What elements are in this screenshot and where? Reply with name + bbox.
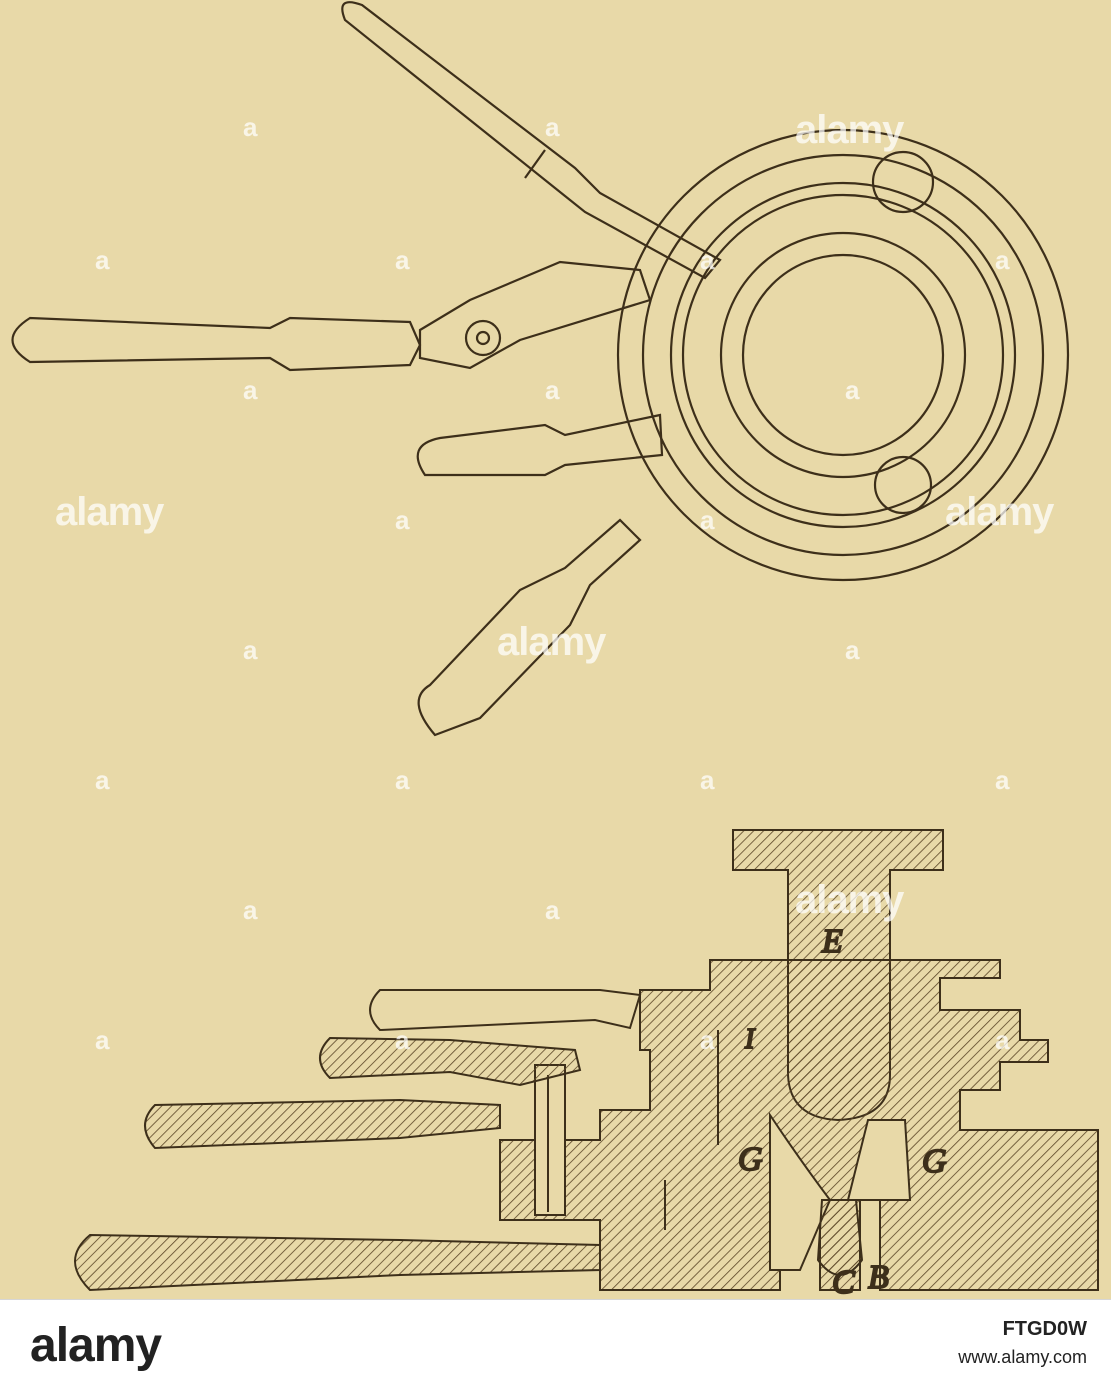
- middle-ring: [669, 181, 1017, 529]
- watermark-mark-6: a: [995, 245, 1010, 275]
- watermark-mark-2: a: [545, 112, 560, 142]
- watermark-mark-15: a: [395, 765, 410, 795]
- watermark-mark-8: a: [545, 375, 560, 405]
- label-B: B: [868, 1259, 889, 1296]
- watermark-mark-23: a: [995, 1025, 1010, 1055]
- middle-handle: [416, 413, 664, 477]
- roller-top: [871, 150, 935, 214]
- label-C: C: [832, 1264, 855, 1299]
- label-G-right: G: [922, 1143, 947, 1180]
- section-handle-3: [144, 1098, 501, 1150]
- brand-logo: alamy: [30, 1319, 162, 1372]
- label-G-left: G: [738, 1141, 763, 1178]
- watermark-mark-18: a: [243, 895, 258, 925]
- site-url: www.alamy.com: [958, 1347, 1087, 1367]
- section-handle-4: [74, 1233, 601, 1292]
- watermark-mark-21: a: [395, 1025, 410, 1055]
- watermark-mark-10: a: [395, 505, 410, 535]
- section-handle-1: [369, 989, 642, 1032]
- watermark-text-4: alamy: [497, 620, 606, 664]
- outer-ring: [616, 128, 1070, 582]
- roller-bottom: [873, 455, 933, 515]
- lower-handle: [417, 518, 642, 737]
- middle-ring-inner: [681, 193, 1005, 517]
- watermark-mark-3: a: [95, 245, 110, 275]
- watermark-mark-1: a: [243, 112, 258, 142]
- stock-footer: alamy FTGD0W www.alamy.com: [0, 1299, 1111, 1391]
- watermark-text-2: alamy: [55, 490, 164, 534]
- watermark-mark-12: a: [243, 635, 258, 665]
- label-I: I: [744, 1024, 756, 1055]
- watermark-mark-11: a: [700, 505, 715, 535]
- engraving-plate: E I G G C B alamy alamy alamy alamy alam…: [11, 1, 1099, 1299]
- watermark-mark-14: a: [95, 765, 110, 795]
- upper-handle: [341, 1, 722, 280]
- plan-view: [11, 1, 1070, 737]
- section-handle-2: [319, 1036, 582, 1087]
- watermark-mark-22: a: [700, 1025, 715, 1055]
- section-view: E I G G C B: [74, 829, 1099, 1299]
- watermark-mark-9: a: [845, 375, 860, 405]
- watermark-mark-4: a: [395, 245, 410, 275]
- watermark-text-1: alamy: [795, 108, 904, 152]
- left-handle: [11, 316, 422, 372]
- image-credit: FTGD0W www.alamy.com: [958, 1318, 1087, 1368]
- watermark-mark-16: a: [700, 765, 715, 795]
- outer-ring-inner: [641, 153, 1045, 557]
- watermark-mark-5: a: [700, 245, 715, 275]
- watermark-text-3: alamy: [945, 490, 1054, 534]
- watermark-mark-17: a: [995, 765, 1010, 795]
- watermark-mark-13: a: [845, 635, 860, 665]
- label-E: E: [821, 923, 843, 960]
- image-id: FTGD0W: [1002, 1318, 1087, 1340]
- watermark-mark-19: a: [545, 895, 560, 925]
- watermark-text-5: alamy: [795, 878, 904, 922]
- nozzle: [816, 1199, 864, 1276]
- bore: [741, 253, 945, 457]
- pin-left: [534, 1064, 566, 1216]
- bore-ring: [719, 231, 967, 479]
- watermark-mark-7: a: [243, 375, 258, 405]
- watermark-mark-20: a: [95, 1025, 110, 1055]
- engraving-drawing: E I G G C B: [11, 1, 1099, 1299]
